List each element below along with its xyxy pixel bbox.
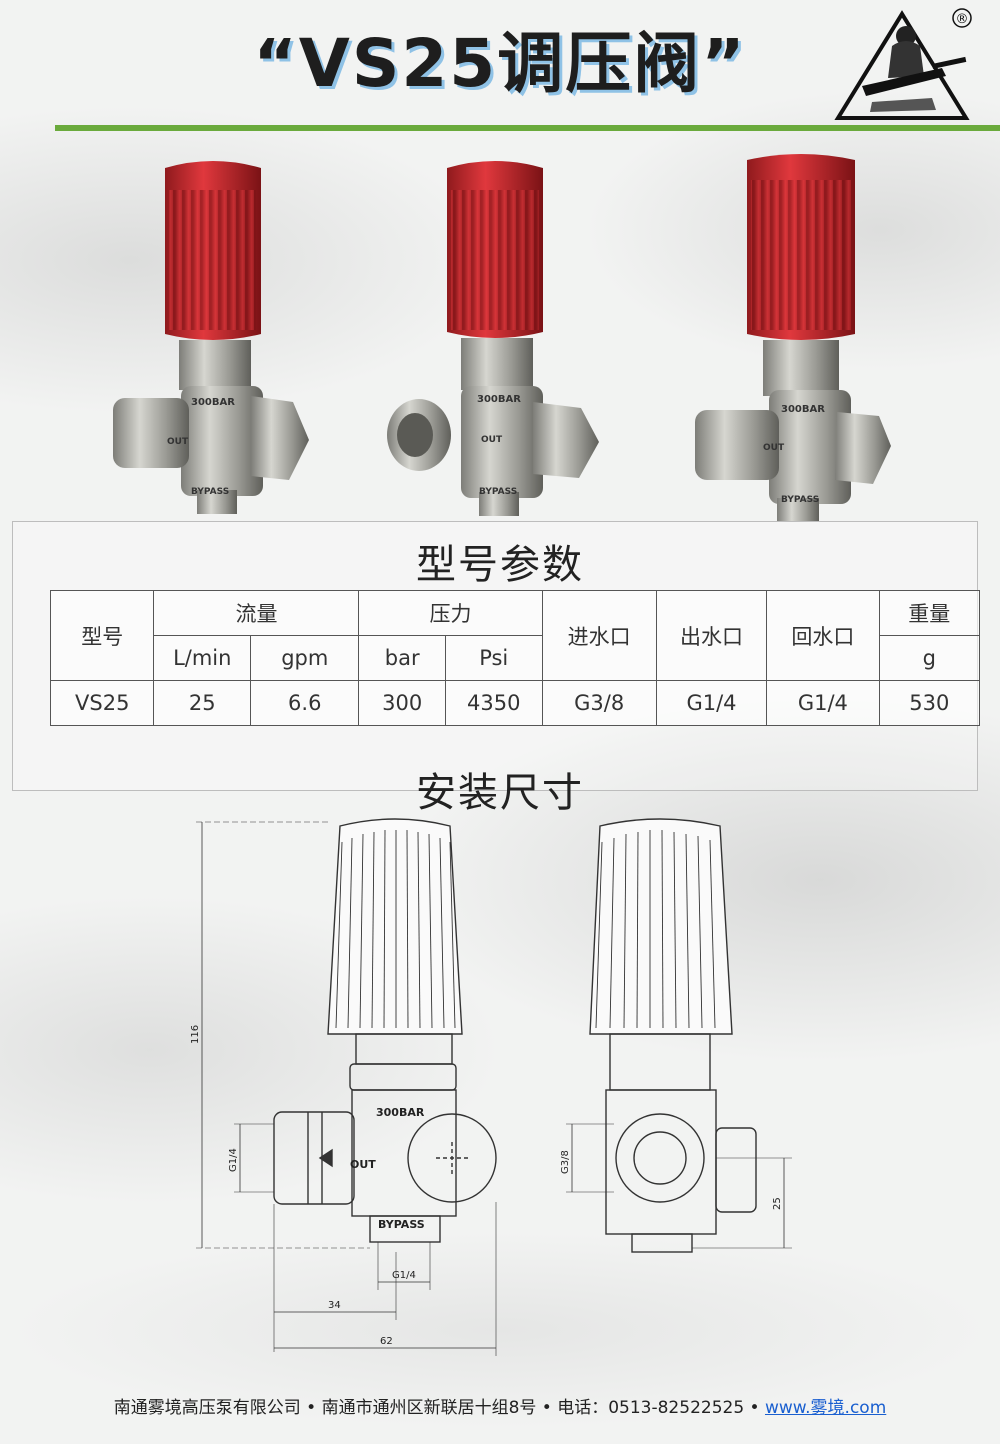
registered-mark: ® [956, 12, 969, 27]
header-model: 型号 [49, 590, 155, 681]
product-photos: 300BAR OUT BYPASS 300BAR OUT BYPASS 300B… [113, 154, 891, 522]
unit-flow-gpm: gpm [250, 635, 360, 681]
dim-inlet-height: 25 [772, 1197, 783, 1210]
photo-label-pressure: 300BAR [191, 397, 235, 408]
photo-label-pressure: 300BAR [781, 404, 825, 415]
drawing-label-pressure: 300BAR [376, 1106, 425, 1119]
dim-inlet-port: G3/8 [560, 1150, 571, 1174]
unit-pressure-bar: bar [358, 635, 446, 681]
install-title: 安装尺寸 [416, 770, 584, 816]
footer: 南通雾境高压泵有限公司 • 南通市通州区新联居十组8号 • 电话：0513-82… [0, 1393, 1000, 1418]
header-flow: 流量 [153, 590, 360, 636]
table-row: VS25 25 6.6 300 4350 G3/8 G1/4 G1/4 530 [49, 680, 981, 726]
photo-valve-3: 300BAR OUT BYPASS [695, 154, 891, 522]
photo-label-bypass: BYPASS [479, 487, 517, 497]
cell-flow-lmin: 25 [153, 680, 252, 726]
website-link[interactable]: www.雾境.com [764, 1398, 887, 1418]
footer-contact: 南通雾境高压泵有限公司 • 南通市通州区新联居十组8号 • 电话：0513-82… [113, 1398, 765, 1418]
photo-label-outlet: OUT [167, 437, 189, 447]
cell-inlet: G3/8 [541, 680, 657, 726]
header-inlet: 进水口 [541, 590, 657, 681]
photo-label-outlet: OUT [481, 435, 503, 445]
cell-pressure-bar: 300 [358, 680, 446, 726]
unit-pressure-psi: Psi [444, 635, 543, 681]
cell-flow-gpm: 6.6 [250, 680, 360, 726]
green-divider [55, 125, 1000, 131]
dim-bottom-port: G1/4 [392, 1270, 416, 1281]
installation-drawing: 300BAR OUT BYPASS 116 G1/4 G1/4 34 62 G3… [190, 818, 792, 1356]
header-weight: 重量 [878, 590, 981, 636]
company-logo: ® [834, 8, 972, 120]
header-pressure: 压力 [358, 590, 543, 636]
photo-label-bypass: BYPASS [191, 487, 229, 497]
photo-valve-1: 300BAR OUT BYPASS [113, 161, 309, 514]
photo-label-outlet: OUT [763, 443, 785, 453]
specs-table: 型号 流量 压力 进水口 出水口 回水口 重量 L/min gpm bar Ps… [49, 590, 981, 726]
cell-pressure-psi: 4350 [444, 680, 543, 726]
dim-height: 116 [190, 1025, 201, 1044]
photo-label-bypass: BYPASS [781, 495, 819, 505]
cell-return: G1/4 [766, 680, 880, 726]
unit-weight: g [878, 635, 981, 681]
photo-label-pressure: 300BAR [477, 394, 521, 405]
header-outlet: 出水口 [655, 590, 768, 681]
dim-offset: 34 [328, 1300, 341, 1311]
drawing-label-bypass: BYPASS [378, 1218, 425, 1231]
cell-outlet: G1/4 [655, 680, 768, 726]
specs-title: 型号参数 [416, 542, 584, 588]
photo-valve-2: 300BAR OUT BYPASS [387, 161, 599, 516]
header-return: 回水口 [766, 590, 880, 681]
page-title: “VS25调压阀” [253, 25, 747, 102]
dim-side-port: G1/4 [228, 1148, 239, 1172]
drawing-label-outlet: OUT [350, 1158, 376, 1171]
unit-flow-lmin: L/min [153, 635, 252, 681]
cell-weight: 530 [878, 680, 981, 726]
cell-model: VS25 [49, 680, 155, 726]
dim-width: 62 [380, 1336, 393, 1347]
